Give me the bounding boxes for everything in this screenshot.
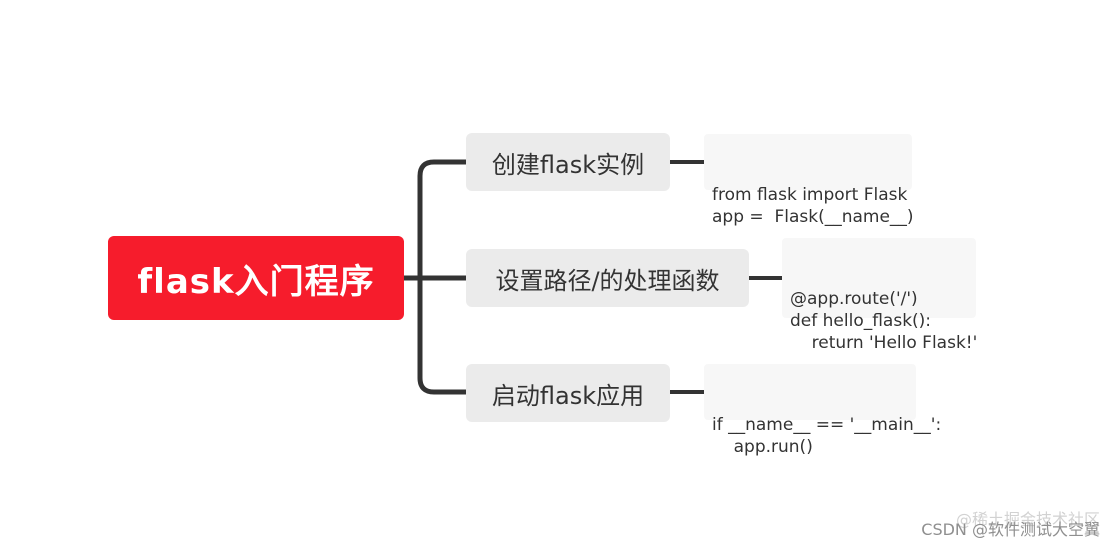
branch-topic-set-route: 设置路径/的处理函数 — [466, 249, 749, 307]
code-line: def hello_flask(): — [790, 311, 932, 331]
code-line: from flask import Flask — [712, 185, 908, 205]
branch-topic-label: 启动flask应用 — [491, 381, 645, 410]
root-topic-label: flask入门程序 — [137, 261, 375, 302]
branch-topic-label: 创建flask实例 — [491, 150, 645, 179]
code-line: app = Flask(__name__) — [712, 207, 914, 227]
code-snippet-set-route: @app.route('/')def hello_flask(): return… — [782, 238, 977, 353]
watermark-juejin: @稀土掘金技术社区 — [955, 510, 1100, 529]
code-line: @app.route('/') — [790, 289, 918, 309]
root-topic: flask入门程序 — [108, 236, 404, 320]
branch-topic-label: 设置路径/的处理函数 — [495, 266, 720, 295]
code-line: app.run() — [712, 437, 813, 457]
code-line: if __name__ == '__main__': — [712, 415, 942, 435]
watermark-csdn: CSDN @软件测试大空翼 — [921, 520, 1100, 539]
code-line: return 'Hello Flask!' — [790, 333, 978, 353]
branch-topic-create-instance: 创建flask实例 — [466, 133, 670, 191]
code-snippet-run-app: if __name__ == '__main__': app.run() — [704, 364, 941, 457]
branch-topic-run-app: 启动flask应用 — [466, 364, 670, 422]
